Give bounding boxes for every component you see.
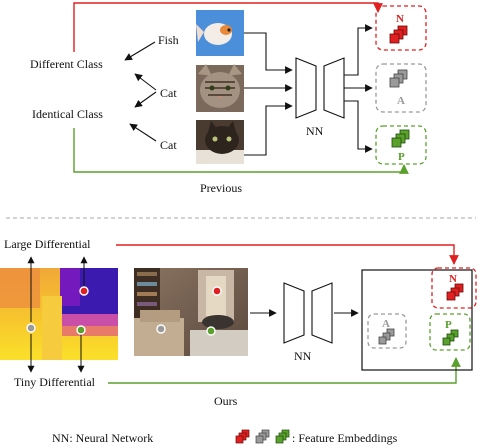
legend-negative-icon	[235, 429, 250, 444]
large-differential-label: Large Differential	[4, 237, 91, 251]
caption-ours: Ours	[214, 394, 238, 408]
n-label-bottom: N	[449, 273, 457, 285]
nn-to-embeddings-arrows	[344, 24, 373, 153]
cat-label-2: Cat	[160, 138, 177, 152]
cat-label-1: Cat	[160, 86, 177, 100]
legend-feature-embeddings: : Feature Embeddings	[292, 431, 398, 445]
p-label-bottom: P	[445, 319, 452, 331]
identical-class-label: Identical Class	[32, 107, 103, 121]
a-label-top: A	[397, 95, 405, 107]
caption-previous: Previous	[200, 181, 242, 195]
tabby-cat-image	[196, 64, 244, 112]
cat-arrow-up	[134, 73, 157, 91]
nn-block-bottom	[283, 282, 333, 344]
bottom-red-connector	[116, 244, 459, 265]
embedding-space	[361, 269, 473, 371]
positive-embeddings-icon-bottom	[442, 329, 459, 346]
bottom-green-connector	[108, 357, 461, 384]
image-to-nn-arrows	[244, 32, 293, 156]
anchor-box-bottom: A	[367, 313, 407, 349]
different-class-label: Different Class	[30, 57, 103, 71]
positive-box-top: P	[375, 125, 427, 165]
tiny-differential-label: Tiny Differential	[14, 375, 96, 389]
goldfish-image	[196, 10, 244, 56]
negative-box-top: N	[375, 5, 427, 51]
nn-label-top: NN	[306, 124, 324, 138]
fish-arrow	[124, 41, 156, 61]
anchor-embeddings-icon-bottom	[378, 328, 395, 345]
a-label-bottom: A	[382, 318, 390, 330]
legend-nn-definition: NN: Neural Network	[52, 431, 153, 445]
legend-embeddings-icons	[235, 429, 290, 444]
negative-embeddings-icon-bottom	[446, 283, 464, 301]
positive-box-bottom: P	[429, 313, 471, 351]
anchor-embeddings-icon	[389, 69, 408, 88]
dark-cat-image	[196, 120, 244, 164]
cat-arrow-down	[134, 91, 157, 108]
legend-anchor-icon	[255, 429, 270, 444]
anchor-box-top: A	[375, 63, 427, 113]
negative-embeddings-icon	[389, 25, 408, 44]
depth-map-markers	[26, 256, 89, 373]
fish-label: Fish	[158, 33, 179, 47]
p-label-top: P	[398, 151, 405, 163]
room-photo-markers	[156, 286, 222, 336]
nn-block-top	[295, 57, 345, 119]
depth-map-image	[0, 268, 118, 360]
cat2-arrow	[129, 123, 157, 142]
room-photo-image	[134, 268, 248, 356]
positive-embeddings-icon	[391, 129, 410, 148]
nn-label-bottom: NN	[294, 349, 312, 363]
top-green-connector	[73, 128, 409, 174]
negative-box-bottom: N	[431, 267, 477, 309]
legend-positive-icon	[275, 429, 290, 444]
n-label-top: N	[396, 13, 404, 25]
